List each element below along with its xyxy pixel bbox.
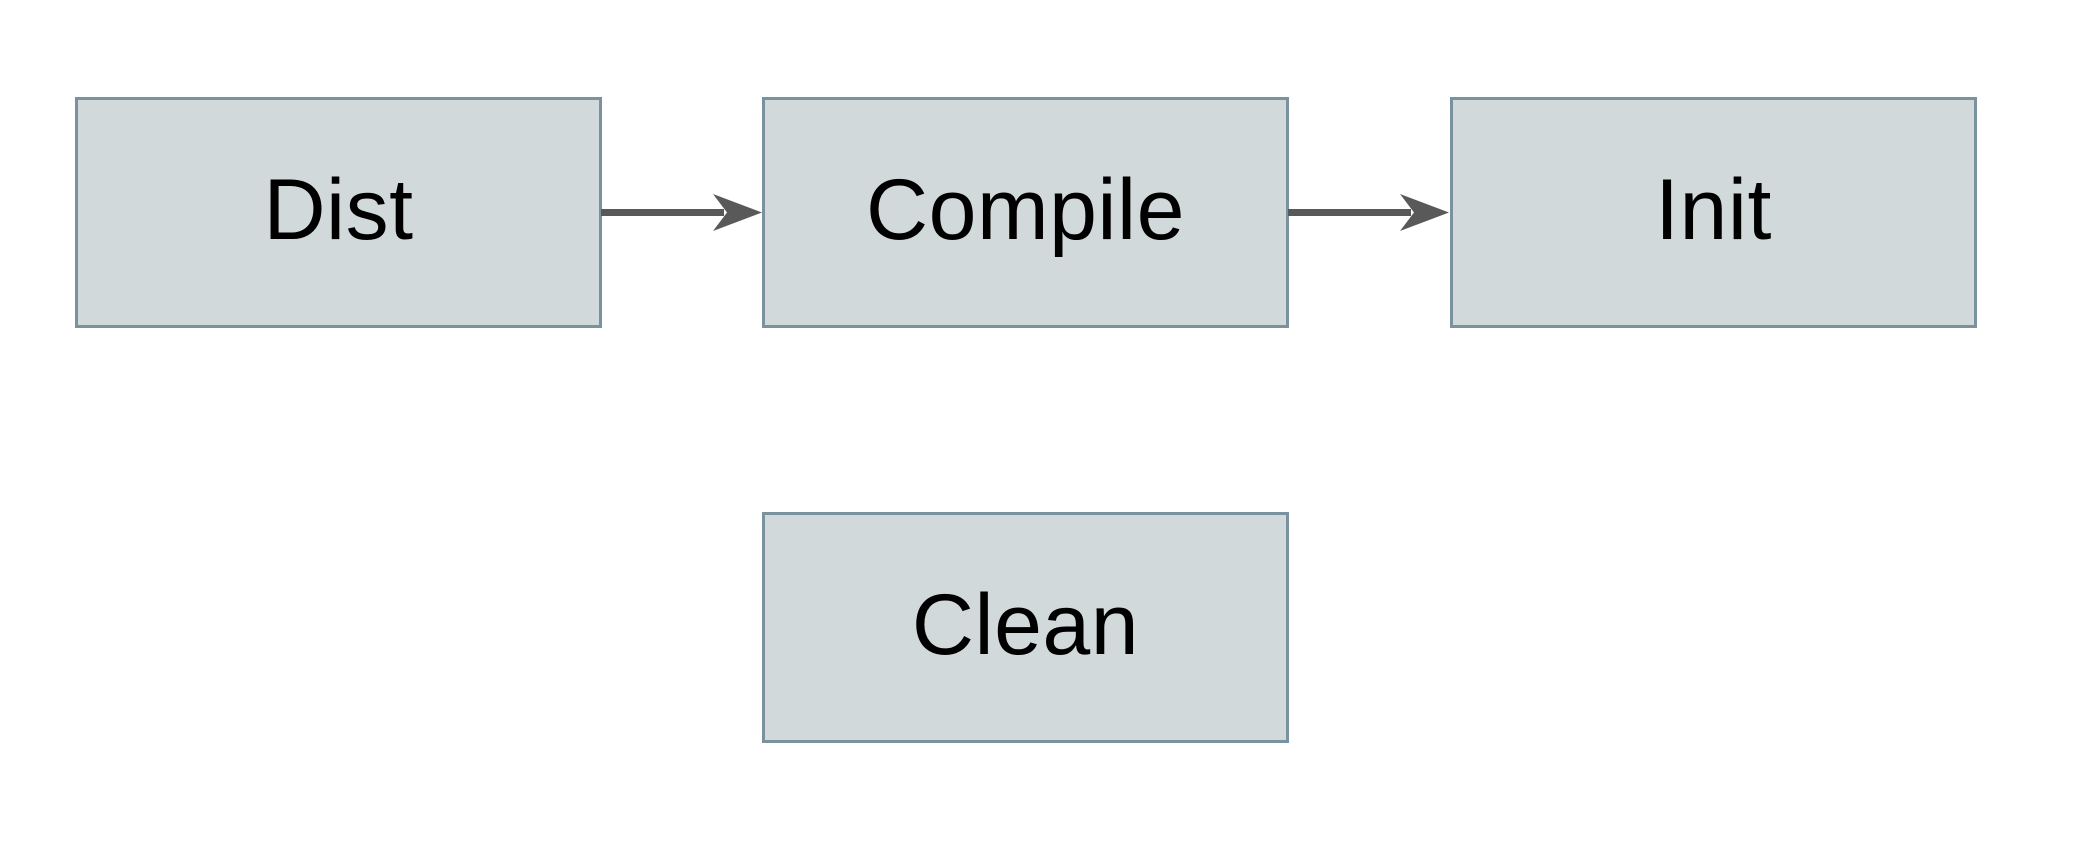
- node-clean-label: Clean: [911, 576, 1140, 673]
- node-dist-label: Dist: [263, 161, 414, 258]
- node-init-label: Init: [1655, 161, 1772, 258]
- node-clean: Clean: [762, 512, 1289, 743]
- node-init: Init: [1450, 97, 1977, 328]
- node-compile: Compile: [762, 97, 1289, 328]
- node-compile-label: Compile: [866, 161, 1185, 258]
- arrow-compile-to-init-icon: [1288, 194, 1449, 231]
- node-dist: Dist: [75, 97, 602, 328]
- arrow-dist-to-compile-icon: [601, 194, 762, 231]
